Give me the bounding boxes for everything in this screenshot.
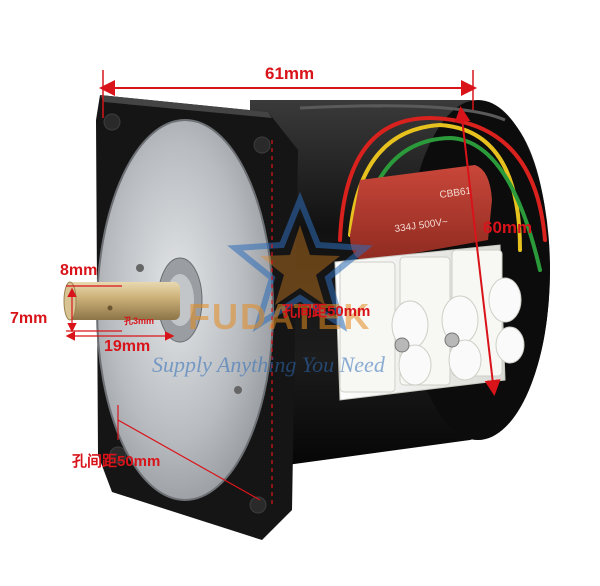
output-shaft (63, 257, 203, 343)
watermark-slogan: Supply Anything You Need (152, 352, 385, 377)
flat-width-label: 7mm (10, 310, 48, 327)
hole-label: 孔3mm (124, 316, 155, 326)
shaft-length-label: 19mm (104, 338, 151, 355)
watermark-star-icon (227, 191, 373, 332)
watermark-brand: FUDATEK (188, 296, 372, 337)
hole-spacing-top-label: 孔间距50mm (282, 303, 371, 320)
dimension-lines (65, 70, 501, 505)
height-label: 60mm (483, 218, 533, 237)
shaft-diameter-label: 8mm (60, 262, 98, 279)
hole-spacing-bottom-label: 孔间距50mm (72, 453, 161, 470)
length-label: 61mm (265, 64, 315, 83)
